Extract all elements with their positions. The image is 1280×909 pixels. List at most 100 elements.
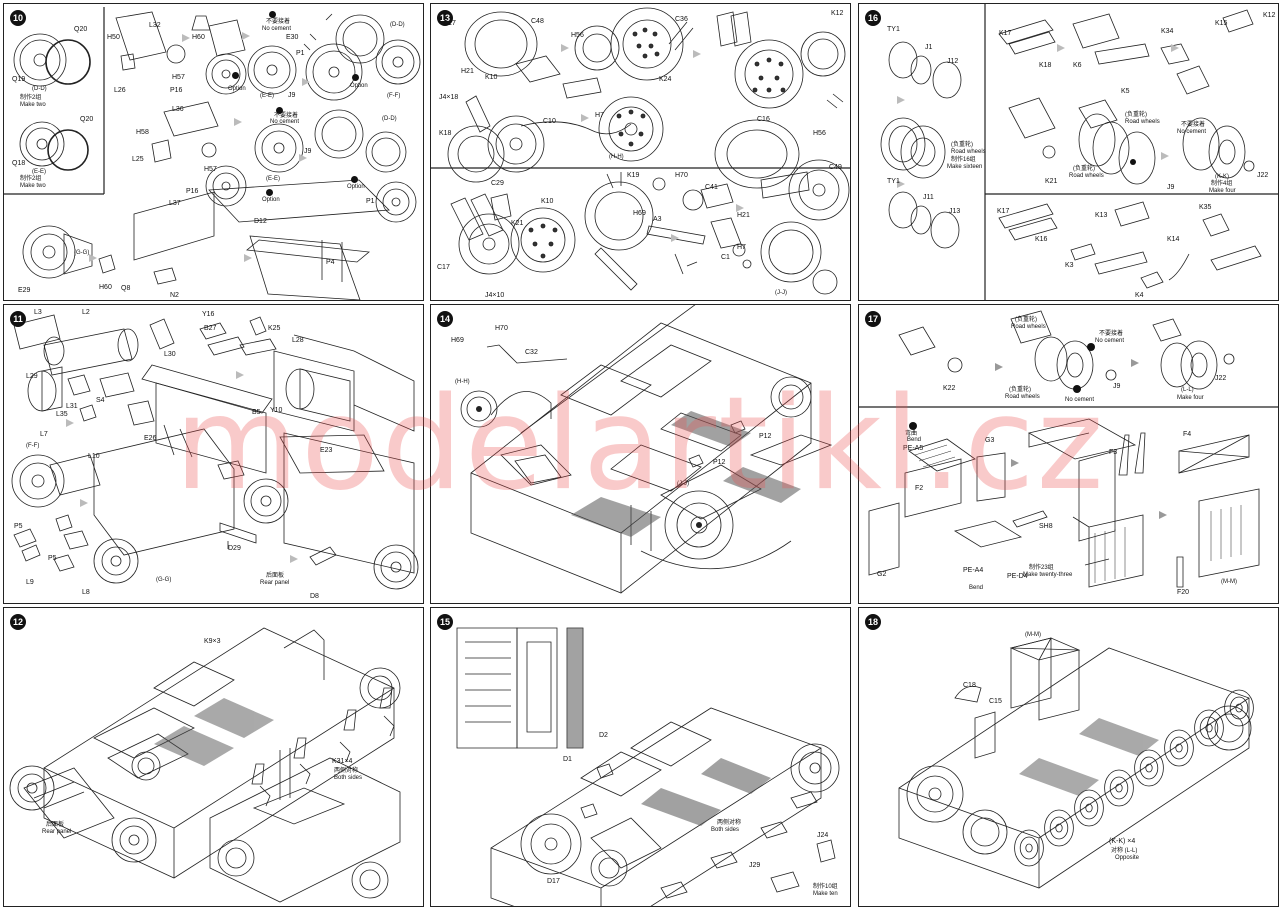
step-number: 11 xyxy=(10,311,26,327)
part-label: H21 xyxy=(737,212,750,219)
part-label: E26 xyxy=(144,435,157,442)
part-label: L36 xyxy=(172,106,184,113)
part-label: J4×18 xyxy=(439,94,459,101)
part-label: J9 xyxy=(304,148,312,155)
view-label: (K-K) xyxy=(1215,174,1229,180)
part-label: C32 xyxy=(525,349,538,356)
part-label: L37 xyxy=(169,200,181,207)
note-label: Make ten xyxy=(813,891,838,897)
part-label: K4 xyxy=(1135,292,1144,299)
note-label: Opposite xyxy=(1115,855,1140,861)
part-label: L8 xyxy=(82,589,90,596)
part-label: J9 xyxy=(1167,184,1175,191)
road-wheel xyxy=(1175,743,1183,753)
part-label: K6 xyxy=(1073,62,1082,69)
part-label: H21 xyxy=(461,68,474,75)
part-label: G3 xyxy=(985,437,995,444)
note-cn: 制作10组 xyxy=(813,884,838,890)
part-label: K18 xyxy=(439,130,452,137)
step-16-drawing xyxy=(880,4,1278,300)
view-label: (D-D) xyxy=(390,22,405,28)
part-label: F4 xyxy=(1183,431,1192,438)
part-label: C10 xyxy=(543,118,556,125)
part-label: C16 xyxy=(757,116,770,123)
part-label: H56 xyxy=(571,32,584,39)
part-label: L31 xyxy=(66,403,78,410)
note-cn: 不要接着 xyxy=(274,113,299,119)
road-wheel xyxy=(1134,749,1164,787)
step-17-panel: 17 K22 (负重轮) Road wheels 不要接着 No cement … xyxy=(858,304,1279,604)
road-wheel xyxy=(1049,816,1069,840)
note-cn: 制作2组 xyxy=(20,95,42,101)
no-cement-icon xyxy=(276,107,283,114)
option-icon xyxy=(266,189,273,196)
option-icon xyxy=(352,74,359,81)
part-label: K10 xyxy=(485,74,498,81)
note-cn: (负重轮) xyxy=(951,142,973,148)
view-label: (E-E) xyxy=(266,176,280,182)
road-wheel xyxy=(1074,789,1104,827)
view-label: (M-M) xyxy=(1025,632,1041,638)
part-label: L10 xyxy=(88,453,100,460)
note-label: Make sixteen xyxy=(947,164,983,170)
note-cn: 后面板 xyxy=(46,822,65,828)
view-label: (H-H) xyxy=(455,379,470,385)
step-14-drawing xyxy=(460,305,833,594)
part-label: B27 xyxy=(204,325,217,332)
part-label: J9 xyxy=(288,92,296,99)
road-wheel xyxy=(1055,823,1063,833)
road-wheel xyxy=(1014,829,1044,867)
view-label: (F-F) xyxy=(26,443,40,449)
step-12-drawing xyxy=(9,627,401,903)
view-label: (E-E) xyxy=(260,93,274,99)
part-label: L7 xyxy=(40,431,48,438)
step-18-panel: 18 (M-M) C18 C15 (K-K) ×4 对称 (L-L) Oppos… xyxy=(858,607,1279,907)
road-wheel xyxy=(1194,709,1224,747)
step-number: 18 xyxy=(865,614,881,630)
part-label: P1 xyxy=(366,198,375,205)
road-wheel xyxy=(1235,703,1243,713)
part-label: L32 xyxy=(149,22,161,29)
part-label: B5 xyxy=(252,409,261,416)
part-label: H60 xyxy=(99,284,112,291)
view-label: (F-F) xyxy=(387,93,401,99)
part-label: K12 xyxy=(1263,12,1276,19)
no-cement-icon xyxy=(269,11,276,18)
part-label: (K-K) ×4 xyxy=(1109,838,1136,845)
part-label: H57 xyxy=(172,74,185,81)
part-label: K31×4 xyxy=(332,758,353,765)
step-number: 12 xyxy=(10,614,26,630)
part-label: K21 xyxy=(511,220,524,227)
road-wheel xyxy=(1104,769,1134,807)
road-wheel xyxy=(1199,716,1219,740)
note-label: Rear panel xyxy=(260,580,290,586)
note-cn: 制作23组 xyxy=(1029,565,1054,571)
note-label: 对称 (L-L) xyxy=(1111,848,1138,854)
part-label: C48 xyxy=(531,18,544,25)
part-label: F20 xyxy=(1177,589,1190,596)
part-label: L25 xyxy=(132,156,144,163)
step-number: 17 xyxy=(865,311,881,327)
note-label: Option xyxy=(350,83,368,89)
note-label: Make twenty-three xyxy=(1023,572,1073,578)
road-wheel xyxy=(1025,843,1033,853)
part-label: J13 xyxy=(949,208,961,215)
note-label: Make two xyxy=(20,183,46,189)
note-label: Make four xyxy=(1209,188,1236,194)
part-label: C41 xyxy=(705,184,718,191)
part-label: K5 xyxy=(1121,88,1130,95)
note-label: Road wheels xyxy=(1069,173,1104,179)
view-label: (D-D) xyxy=(32,86,47,92)
part-label: SH8 xyxy=(1039,523,1053,530)
road-wheel xyxy=(1145,763,1153,773)
part-label: K15 xyxy=(1215,20,1228,27)
road-wheels xyxy=(1014,689,1254,867)
part-label: P16 xyxy=(186,188,199,195)
step-11-panel: 11 L3 L2 L30 Y16 B27 K25 L28 L29 S4 L31 … xyxy=(3,304,424,604)
note-cn: 后面板 xyxy=(266,573,285,579)
view-label: (M-M) xyxy=(1221,579,1237,585)
note-cn: 制作4组 xyxy=(1211,181,1233,187)
part-label: H70 xyxy=(495,325,508,332)
part-label: K14 xyxy=(1167,236,1180,243)
note-label: Option xyxy=(228,86,246,92)
